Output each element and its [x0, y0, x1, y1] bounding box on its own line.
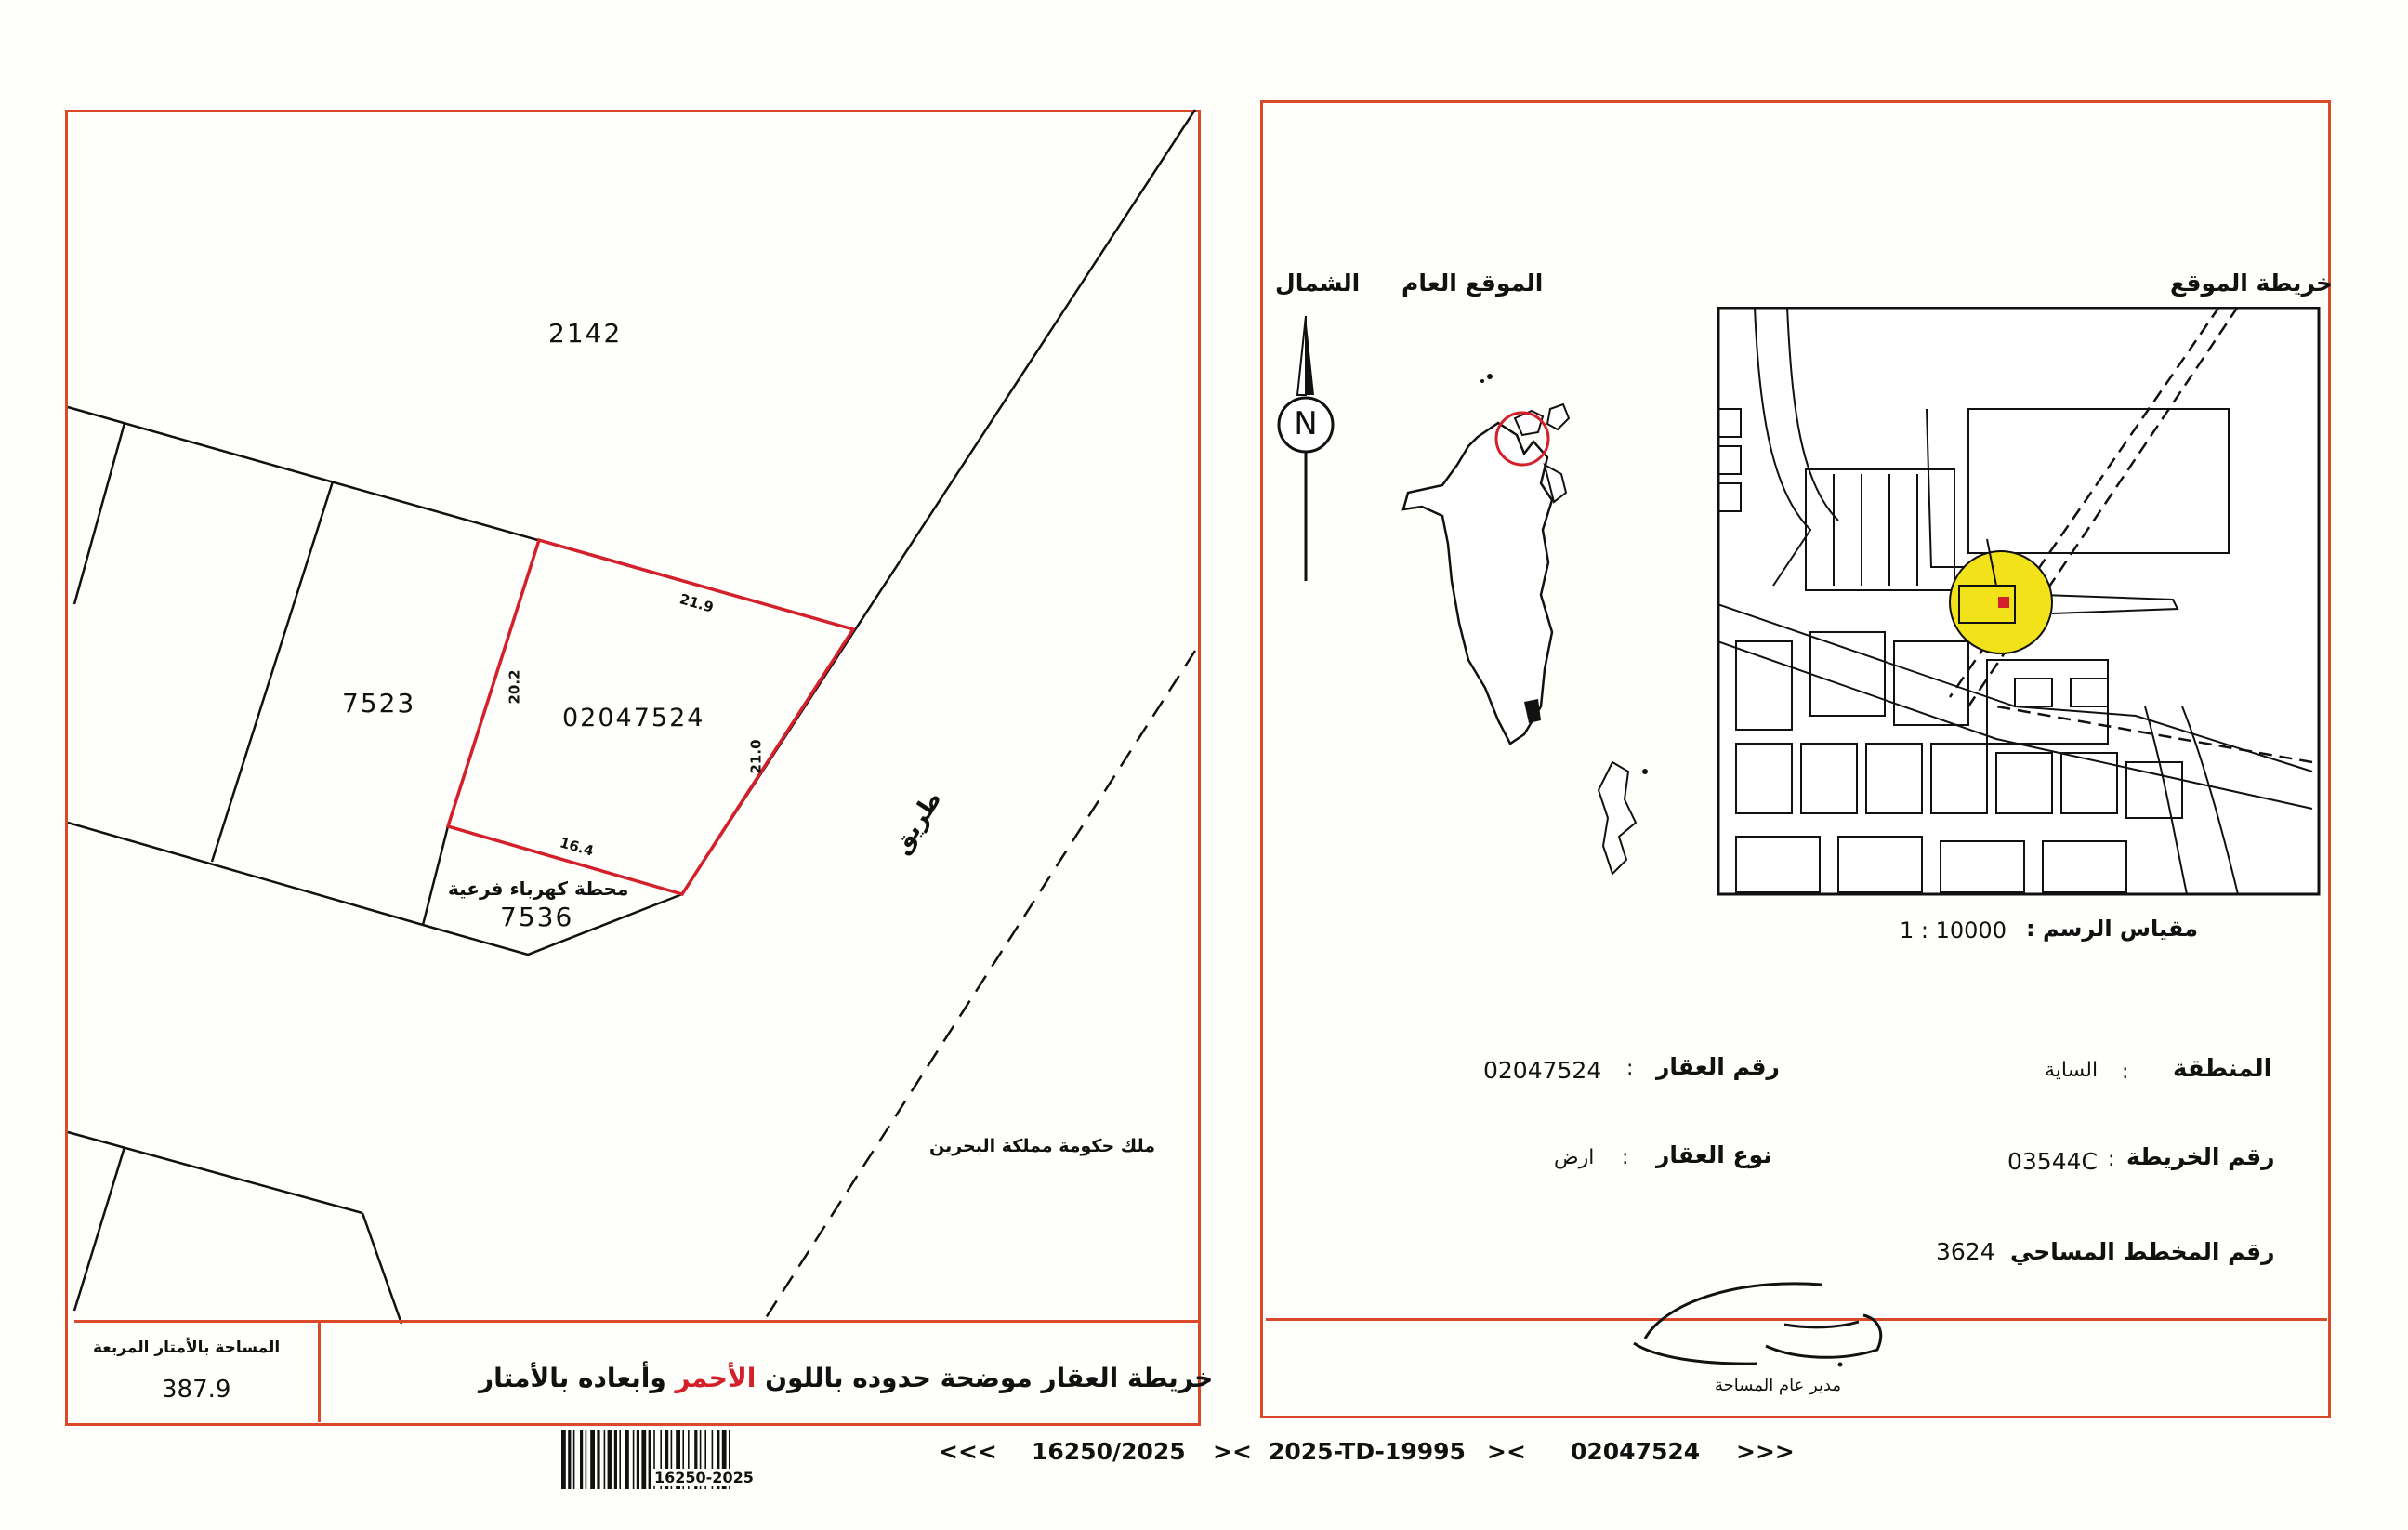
- north-label: الشمال: [1275, 270, 1361, 297]
- property-type-value: ارض: [1554, 1146, 1595, 1169]
- barcode-text: 16250-2025: [651, 1469, 757, 1486]
- lot-boundary-line: [67, 821, 424, 927]
- signature-title: مدير عام المساحة: [1715, 1376, 1842, 1395]
- parcel-number-north: 2142: [548, 318, 623, 349]
- info-footer-divider: [1266, 1318, 2327, 1321]
- general-location-label: الموقع العام: [1401, 270, 1544, 297]
- area-label: المساحة بالأمتار المربعة: [93, 1339, 281, 1357]
- lot-boundary-line: [67, 1130, 363, 1215]
- property-number-separator: :: [1626, 1057, 1634, 1080]
- location-map-label: خريطة الموقع: [2170, 270, 2334, 297]
- title-part-2: وأبعاده بالأمتار: [479, 1363, 666, 1393]
- plot-map-drawing: [67, 109, 1197, 1325]
- map-number-label: رقم الخريطة: [2126, 1143, 2275, 1170]
- lot-boundary-line: [210, 481, 335, 863]
- parcel-number-west: 7523: [342, 688, 416, 719]
- title-part-1: خريطة العقار موضحة حدوده باللون: [765, 1363, 1214, 1393]
- property-number-value: 02047524: [1483, 1057, 1602, 1084]
- ref-open-marker: <<<: [939, 1438, 997, 1465]
- area-cell-divider: [318, 1320, 321, 1422]
- substation-boundary: [422, 892, 683, 956]
- ref-close-marker: >>>: [1736, 1438, 1795, 1465]
- region-separator: :: [2122, 1061, 2129, 1084]
- survey-plan-number-label: رقم المخطط المساحي: [2010, 1238, 2275, 1265]
- ref-property-number: 02047524: [1571, 1438, 1701, 1465]
- barcode-image: [561, 1430, 730, 1489]
- subject-parcel-boundary: [445, 537, 856, 897]
- plot-map-frame: [65, 110, 1201, 1426]
- reference-line: <<< 16250/2025 >< 2025-TD-19995 >< 02047…: [939, 1438, 1812, 1475]
- bahrain-overview-map: [1401, 374, 1648, 876]
- map-number-separator: :: [2108, 1148, 2115, 1171]
- lot-boundary-line: [72, 1146, 126, 1312]
- plot-map-title: خريطة العقار موضحة حدوده باللون الأحمر و…: [479, 1363, 1213, 1393]
- region-value: الساية: [2045, 1059, 2099, 1082]
- substation-parcel-number: 7536: [500, 902, 574, 932]
- scale-label: مقياس الرسم :: [2026, 916, 2198, 942]
- info-sheet-frame: [1260, 100, 2331, 1418]
- location-map: [1717, 307, 2321, 896]
- subject-parcel-number: 02047524: [562, 704, 705, 732]
- signature-image: [1633, 1282, 1883, 1367]
- lot-boundary-line: [361, 1212, 403, 1325]
- dimension-left: 20.2: [506, 669, 523, 705]
- plot-title-block: [74, 1320, 1201, 1425]
- area-value: 387.9: [162, 1376, 231, 1404]
- property-type-separator: :: [1622, 1146, 1629, 1169]
- north-letter: N: [1294, 405, 1318, 442]
- ref-plan-number: 16250/2025: [1032, 1438, 1186, 1465]
- map-number-value: 03544C: [2007, 1148, 2098, 1175]
- road-centerline: [760, 650, 1197, 1325]
- lot-boundary-line: [72, 422, 126, 605]
- region-label: المنطقة: [2173, 1055, 2272, 1083]
- north-arrow-icon: [1277, 315, 1335, 581]
- scale-value: 1 : 10000: [1900, 917, 2007, 943]
- substation-label: محطة كهرباء فرعية: [448, 877, 629, 900]
- survey-plan-number-value: 3624: [1936, 1238, 1995, 1265]
- lot-boundary-line: [421, 825, 450, 926]
- ref-separator: ><: [1213, 1438, 1252, 1465]
- government-land-label: ملك حكومة مملكة البحرين: [929, 1136, 1155, 1156]
- title-red-word: الأحمر: [675, 1363, 757, 1393]
- ref-transaction-number: 2025-TD-19995: [1269, 1438, 1466, 1465]
- property-number-label: رقم العقار: [1656, 1053, 1780, 1080]
- dimension-right: 21.0: [747, 739, 765, 774]
- property-type-label: نوع العقار: [1656, 1141, 1772, 1168]
- ref-separator: ><: [1487, 1438, 1526, 1465]
